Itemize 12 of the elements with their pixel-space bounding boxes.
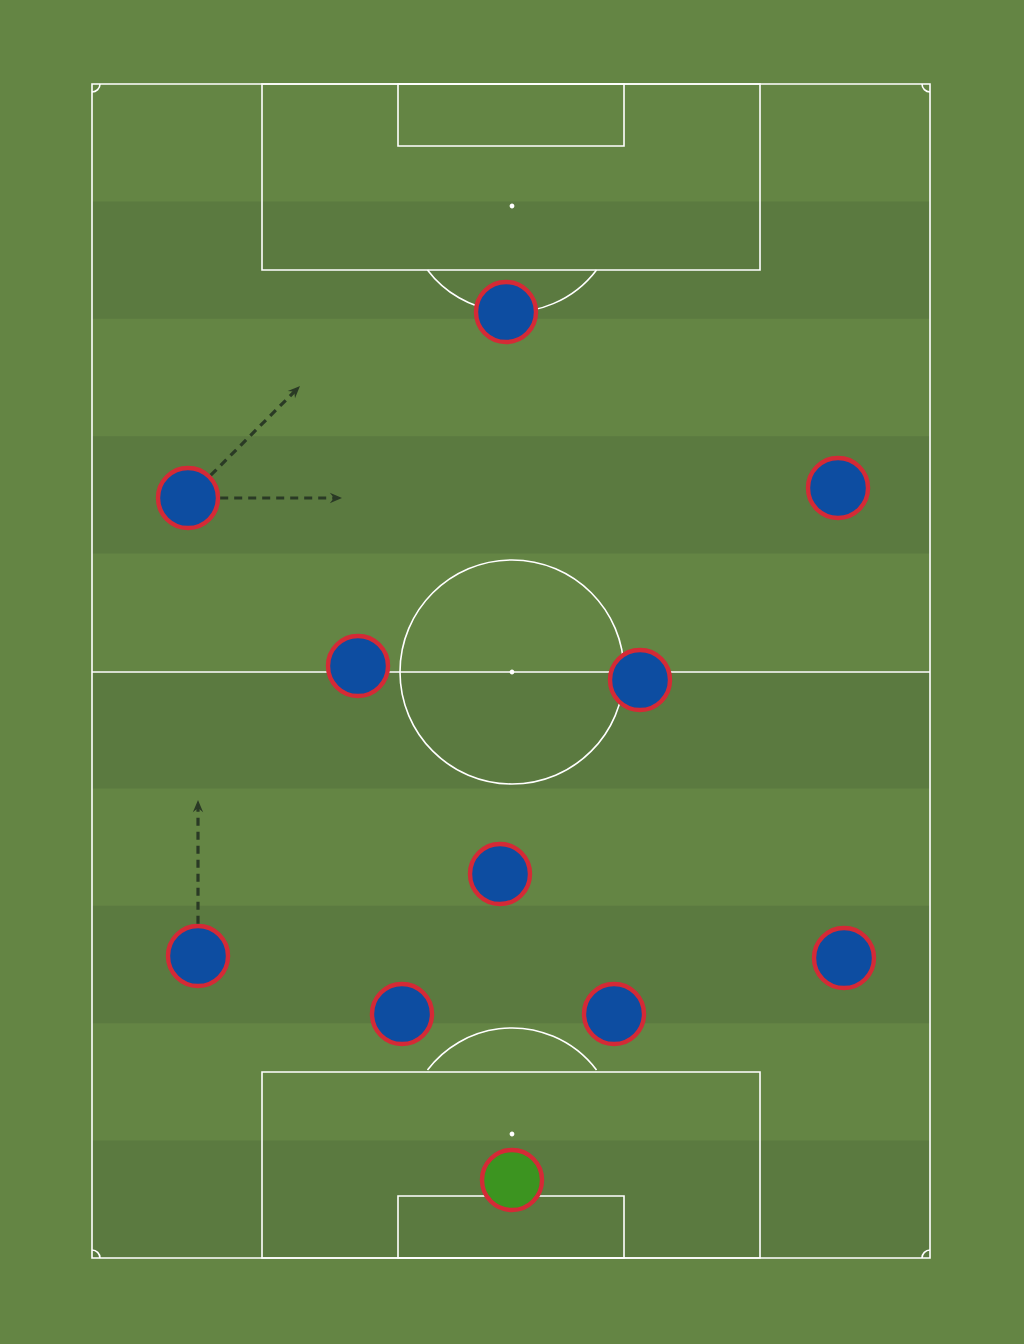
player-marker <box>581 981 647 1047</box>
run-arrow <box>209 386 300 477</box>
player-marker <box>805 455 871 521</box>
player-marker <box>811 925 877 991</box>
player-marker <box>369 981 435 1047</box>
player-marker <box>479 1147 545 1213</box>
player-marker <box>165 923 231 989</box>
player-marker <box>607 647 673 713</box>
player-marker <box>155 465 221 531</box>
player-marker <box>325 633 391 699</box>
player-marker <box>473 279 539 345</box>
player-marker <box>467 841 533 907</box>
